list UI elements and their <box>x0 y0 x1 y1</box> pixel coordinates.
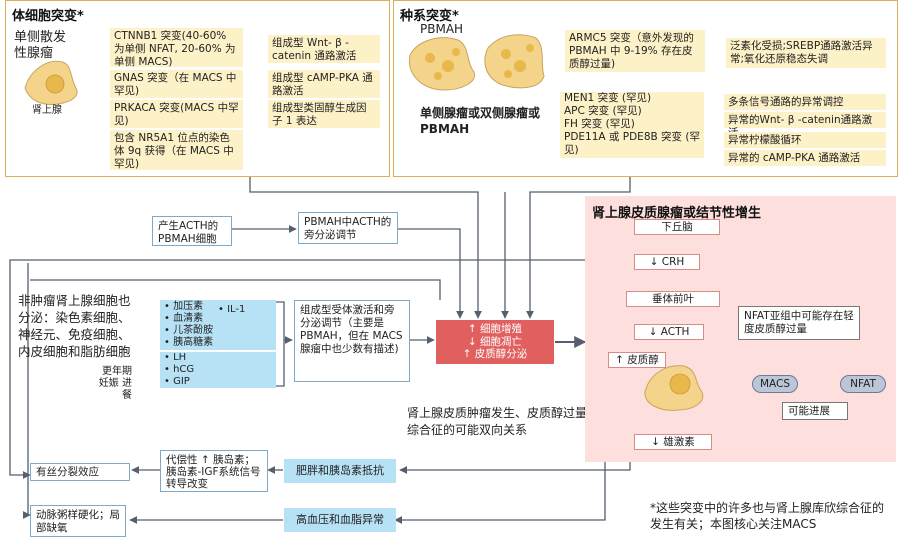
non-tumor-text: 非肿瘤肾上腺细胞也分泌：染色素细胞、神经元、免疫细胞、内皮细胞和脂肪细胞 <box>18 293 131 359</box>
progress-box: 可能进展 <box>782 402 848 420</box>
androgen-box: ↓ 雄激素 <box>634 434 712 450</box>
hormone-glucagon: 胰高糖素 <box>164 337 272 349</box>
receptor-box: 组成型受体激活和旁分泌调节（主要是 PBMAH，但在 MACS 腺瘤中也少数有描… <box>294 300 410 382</box>
somatic-effect-wnt: 组成型 Wnt- β -catenin 通路激活 <box>268 35 380 63</box>
somatic-mutation-gnas: GNAS 突变（在 MACS 中罕见) <box>110 70 243 98</box>
hypothalamus-box: 下丘脑 <box>634 219 720 235</box>
adrenal-label: 肾上腺 <box>32 105 62 116</box>
mitogenic-box: 有丝分裂效应 <box>30 463 130 481</box>
somatic-mutation-ctnnb1: CTNNB1 突变(40-60% 为单侧 NFAT, 20-60% 为单侧 MA… <box>110 28 243 68</box>
cell-proliferation: ↑ 细胞增殖 <box>467 323 523 335</box>
hormone-box-1: 加压素 血清素 儿茶酚胺 胰高糖素 <box>160 300 276 350</box>
somatic-effect-camp: 组成型 cAMP-PKA 通路激活 <box>268 70 380 98</box>
armc5-mutation: ARMC5 突变（意外发现的 PBMAH 中 9-19% 存在皮质醇过量) <box>565 30 705 72</box>
cortisol-box: ↑ 皮质醇 <box>608 352 666 368</box>
germline-mutation-pde: PDE11A 或 PDE8B 突变 (罕见) <box>560 131 704 158</box>
footnote: *这些突变中的许多也与肾上腺库欣综合征的发生有关；本图核心关注MACS <box>650 501 885 531</box>
macs-pill: MACS <box>752 375 798 393</box>
germline-mutation-apc: APC 突变 (罕见) <box>560 105 704 118</box>
germline-mutation-men1: MEN1 突变 (罕见) <box>560 92 704 105</box>
pituitary-box: 垂体前叶 <box>626 291 720 307</box>
acth-cells-box: 产生ACTH的PBMAH细胞 <box>152 216 232 246</box>
right-title: 肾上腺皮质腺瘤或结节性增生 <box>592 206 762 221</box>
hypertension-box: 高血压和血脂异常 <box>284 508 396 532</box>
nfat-pill: NFAT <box>840 375 886 393</box>
germline-effect-signaling: 多条信号通路的异常调控 <box>724 94 886 110</box>
compensatory-box: 代偿性 ↑ 胰岛素；胰岛素-IGF系统信号转导改变 <box>160 450 268 492</box>
atherosclerosis-box: 动脉粥样硬化；局部缺氧 <box>30 505 126 537</box>
hormone-il1: IL-1 <box>218 304 245 315</box>
somatic-mutation-9q: 包含 NR5A1 位点的染色体 9q 获得（在 MACS 中罕见) <box>110 130 243 170</box>
obesity-box: 肥胖和胰岛素抵抗 <box>284 459 396 483</box>
acth-box: ↓ ACTH <box>634 324 704 340</box>
germline-effect-citrate: 异常柠檬酸循环 <box>724 132 886 148</box>
hormone-vasopressin: 加压素 <box>164 301 272 313</box>
unilateral-label: 单侧散发性腺瘤 <box>14 30 67 61</box>
crh-box: ↓ CRH <box>634 254 700 270</box>
germline-title: 种系突变* <box>400 9 459 24</box>
armc5-effect: 泛素化受损;SREBP通路激活异常;氧化还原稳态失调 <box>726 38 886 68</box>
hormone-lh: LH <box>164 352 272 364</box>
cell-apoptosis: ↓ 细胞凋亡 <box>467 335 523 348</box>
hormone-catecholamine: 儿茶酚胺 <box>164 325 272 337</box>
pbmah-label: PBMAH <box>420 22 464 36</box>
somatic-title: 体细胞突变* <box>12 9 84 24</box>
hormone-serotonin: 血清素 <box>164 313 272 325</box>
nfat-note-box: NFAT亚组中可能存在轻度皮质醇过量 <box>738 306 860 340</box>
somatic-mutation-prkaca: PRKACA 突变(MACS 中罕见) <box>110 100 243 128</box>
germline-effect-camp: 异常的 cAMP-PKA 通路激活 <box>724 150 886 166</box>
germline-mutation-fh: FH 突变 (罕见) <box>560 118 704 131</box>
uni-bi-title: 单侧腺瘤或双侧腺瘤或 PBMAH <box>420 106 541 136</box>
physiological-states: 更年期 妊娠 进餐 <box>98 366 132 401</box>
cell-effects-box: ↑ 细胞增殖 ↓ 细胞凋亡 ↑ 皮质醇分泌 <box>436 320 554 364</box>
hormone-box-2: LH hCG GIP <box>160 352 276 388</box>
hormone-hcg: hCG <box>164 364 272 376</box>
hormone-gip: GIP <box>164 376 272 388</box>
cortisol-secretion: ↑ 皮质醇分泌 <box>462 348 528 360</box>
somatic-effect-sf1: 组成型类固醇生成因子 1 表达 <box>268 100 380 128</box>
paracrine-box: PBMAH中ACTH的旁分泌调节 <box>298 212 398 244</box>
